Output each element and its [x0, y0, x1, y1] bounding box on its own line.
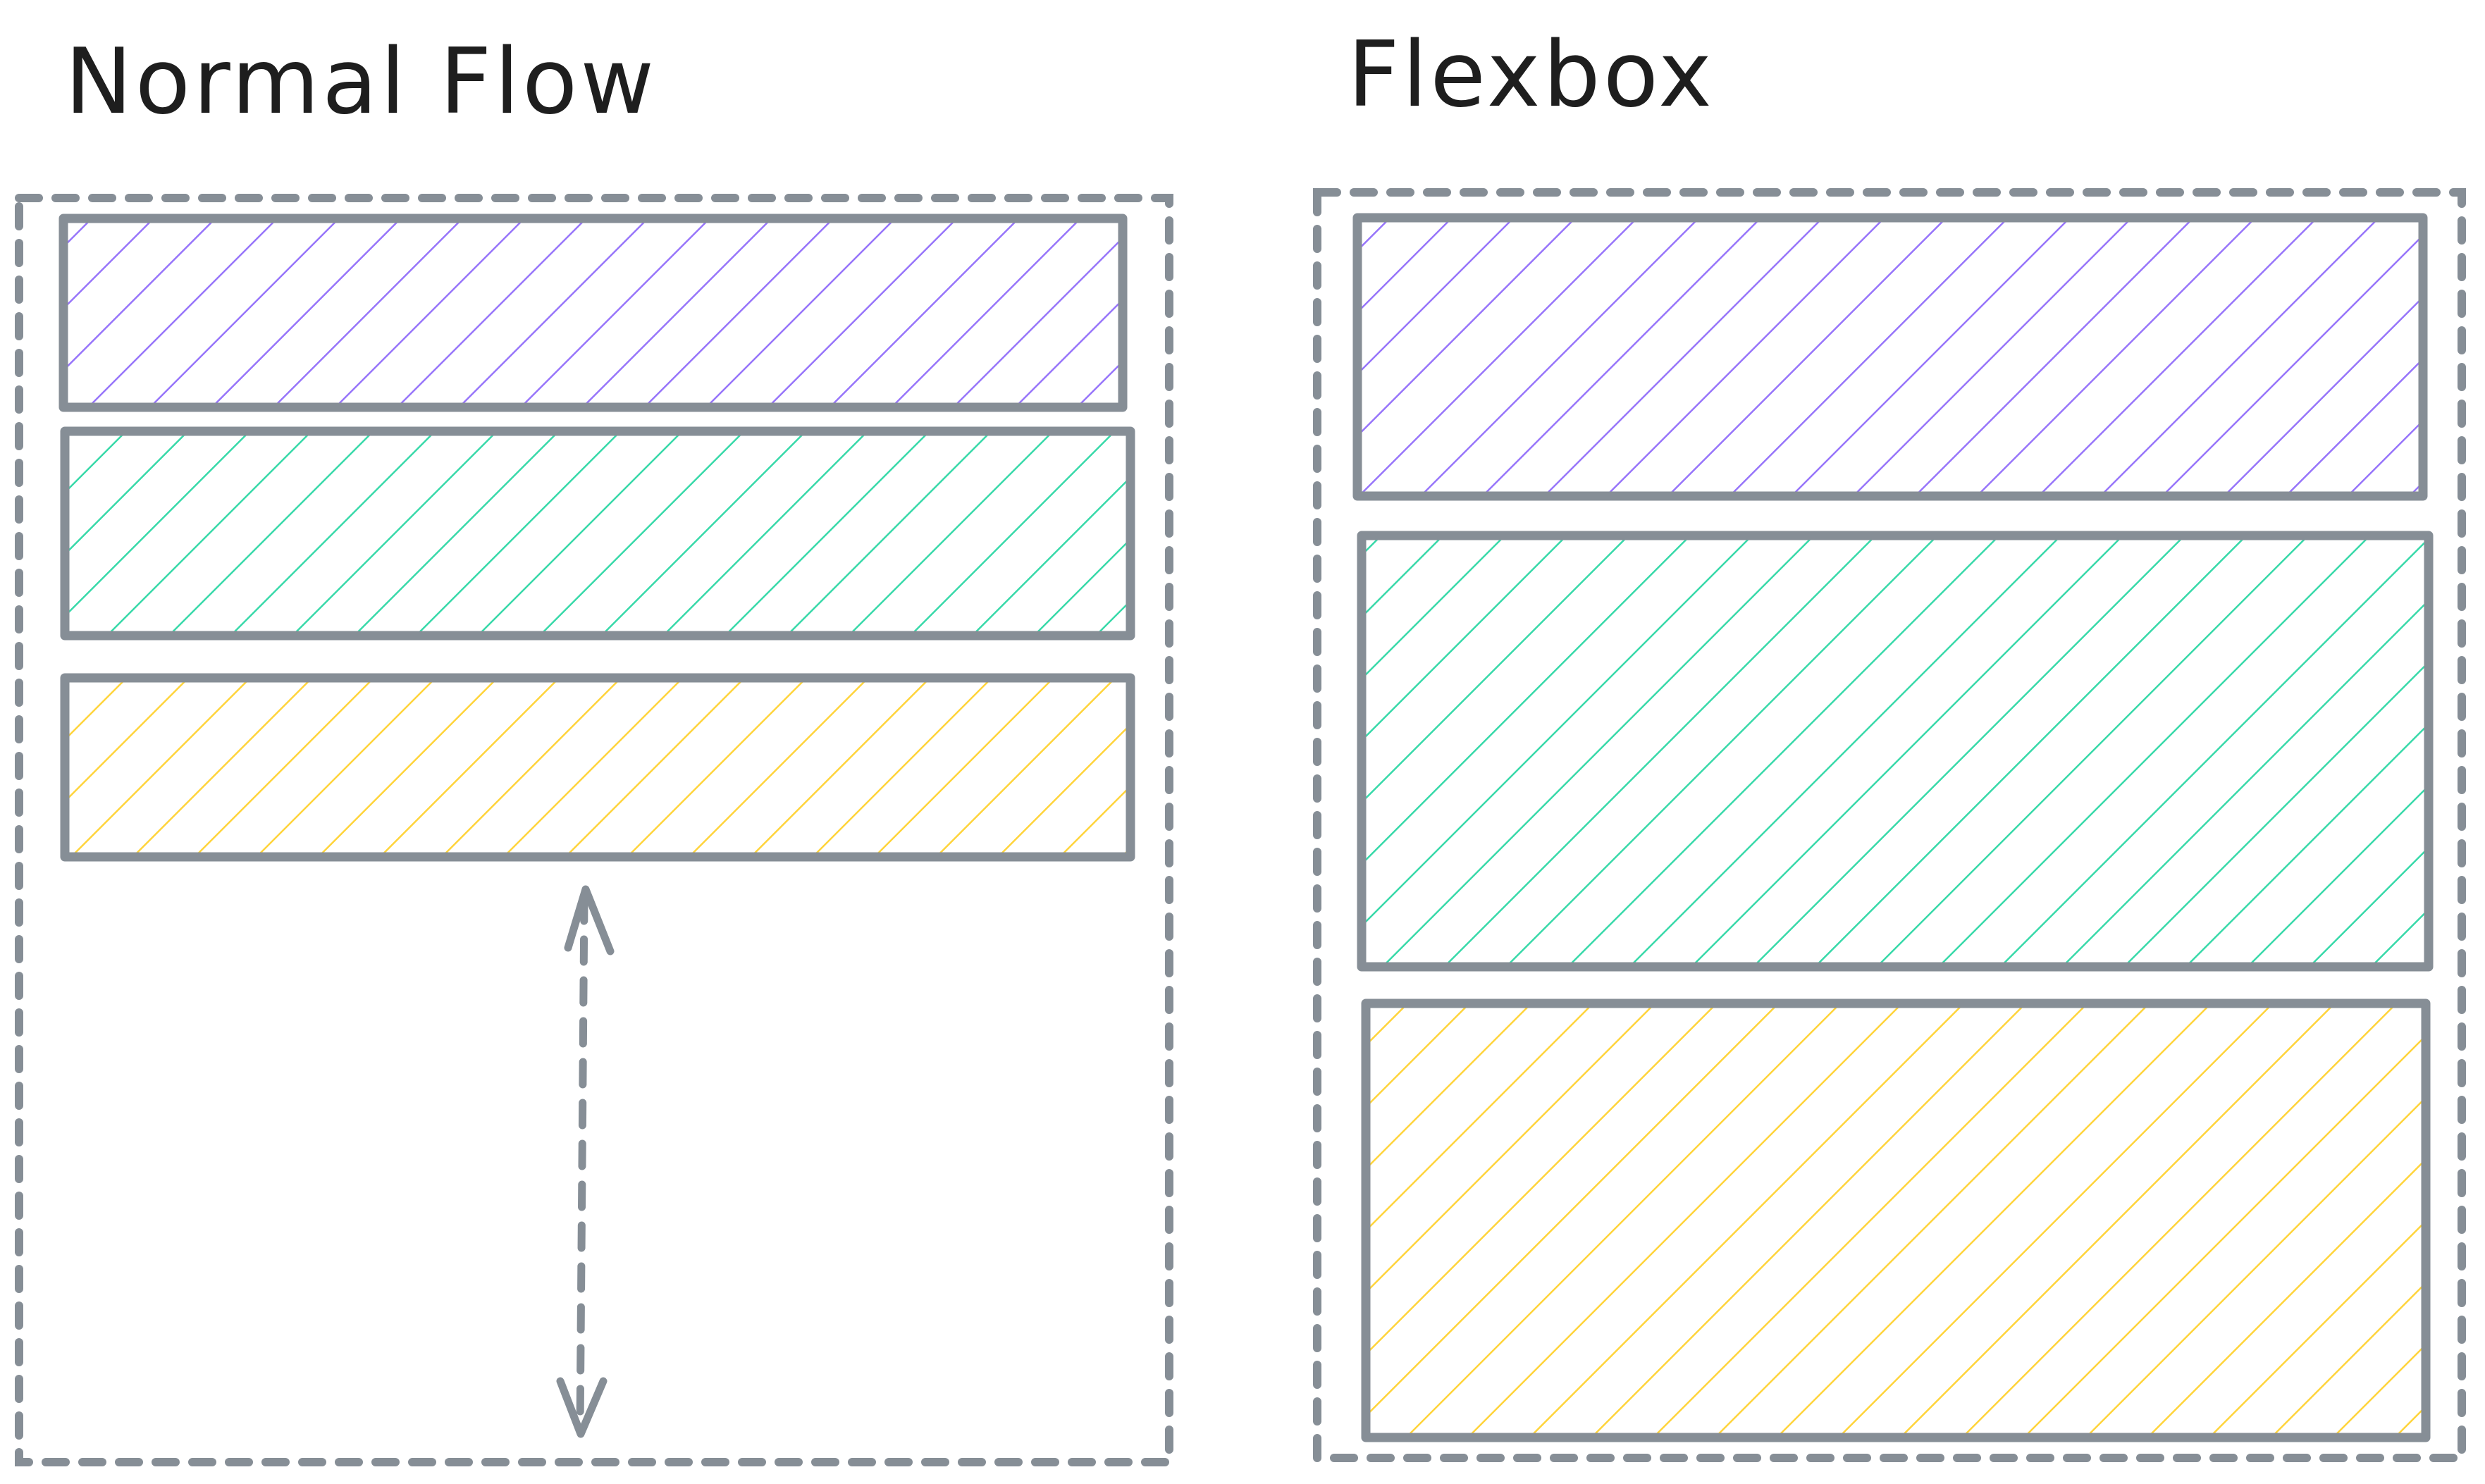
normal-flow-item-2 [60, 426, 1135, 641]
normal-flow-container [15, 194, 1173, 1466]
flexbox-item-1 [1352, 213, 2428, 501]
normal-flow-item-3 [60, 673, 1135, 862]
flexbox-panel: Flexbox [1313, 23, 2466, 1462]
flexbox-item-3 [1361, 998, 2431, 1442]
flexbox-title: Flexbox [1348, 23, 1715, 128]
double-headed-dashed-arrow-icon [556, 885, 615, 1438]
normal-flow-item-1 [58, 214, 1128, 412]
flexbox-container [1313, 188, 2466, 1462]
flexbox-item-2 [1357, 531, 2434, 972]
normal-flow-panel: Normal Flow [15, 30, 1173, 1466]
normal-flow-title: Normal Flow [65, 30, 657, 135]
